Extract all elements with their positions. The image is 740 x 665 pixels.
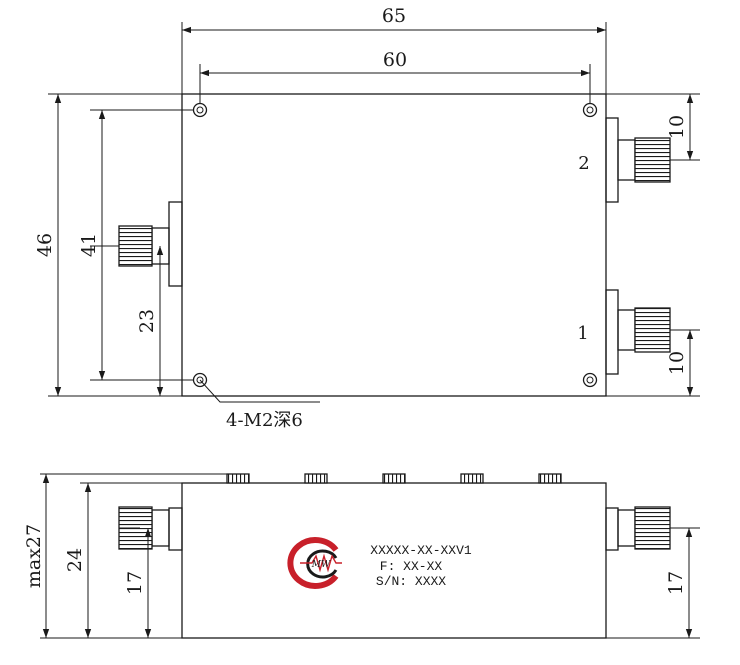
logo-text: MW bbox=[311, 560, 331, 570]
input-connector bbox=[90, 201, 183, 287]
screw bbox=[226, 473, 250, 484]
top-view bbox=[48, 22, 700, 403]
top-view-body bbox=[181, 93, 607, 397]
tuning-screws bbox=[226, 473, 562, 484]
mounting-hole bbox=[192, 102, 208, 118]
mounting-hole bbox=[582, 102, 598, 118]
label-part-number: XXXXX-XX-XXV1 bbox=[370, 543, 472, 558]
dim-port1-offset: 10 bbox=[666, 351, 688, 375]
company-logo bbox=[287, 537, 342, 589]
label-frequency: F: XX-XX bbox=[380, 559, 443, 574]
dim-hole-spacing-x: 60 bbox=[383, 49, 407, 71]
dim-overall-height: 46 bbox=[34, 233, 56, 257]
dim-body-height: 24 bbox=[64, 548, 86, 572]
port2-connector bbox=[605, 117, 700, 203]
label-serial: S/N: XXXX bbox=[376, 574, 446, 589]
dim-right-connector: 17 bbox=[665, 571, 687, 595]
screw bbox=[304, 473, 328, 484]
side-view bbox=[40, 473, 700, 639]
hole-note: 4-M2深6 bbox=[226, 410, 303, 431]
screw bbox=[460, 473, 484, 484]
dim-left-connector: 17 bbox=[124, 571, 146, 595]
dim-hole-spacing-y: 41 bbox=[78, 233, 100, 257]
mounting-hole bbox=[582, 372, 598, 388]
screw bbox=[538, 473, 562, 484]
hole-note-leader bbox=[199, 379, 320, 403]
side-right-connector bbox=[605, 506, 700, 551]
dim-port2-offset: 10 bbox=[666, 115, 688, 139]
port1-connector bbox=[605, 289, 700, 375]
mounting-hole bbox=[192, 372, 208, 388]
dim-input-offset: 23 bbox=[136, 309, 158, 333]
port-1-label: 1 bbox=[577, 323, 588, 344]
port-2-label: 2 bbox=[578, 153, 589, 174]
dim-max-height: max27 bbox=[23, 524, 45, 588]
mounting-holes bbox=[192, 102, 598, 388]
dim-overall-width: 65 bbox=[382, 5, 406, 27]
screw bbox=[382, 473, 406, 484]
